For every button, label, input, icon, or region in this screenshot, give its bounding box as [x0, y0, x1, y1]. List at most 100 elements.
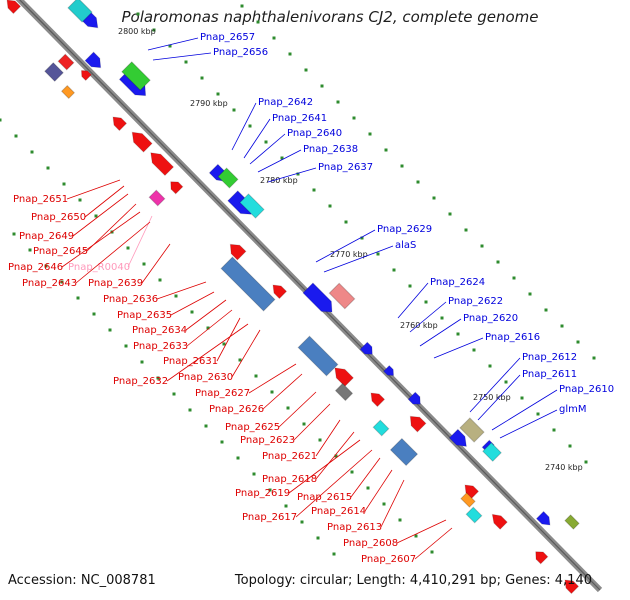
- gene-label-forward: Pnap_2612: [522, 352, 577, 363]
- gene-reverse-arrow: [6, 0, 22, 15]
- tick-rail-mark: [350, 470, 354, 474]
- tick-rail-mark: [184, 60, 188, 64]
- gene-label-reverse: Pnap_2646: [8, 262, 63, 273]
- summary-text: Topology: circular; Length: 4,410,291 bp…: [234, 573, 592, 588]
- tick-rail-mark: [520, 396, 524, 400]
- tick-rail-mark: [156, 376, 160, 380]
- label-leader-line: [185, 299, 227, 331]
- tick-rail-mark: [0, 118, 2, 122]
- backbone-core: [18, 0, 601, 591]
- gene-label-reverse: Pnap_2630: [178, 372, 233, 383]
- label-leader-line: [293, 403, 331, 441]
- gene-label-forward: Pnap_2616: [485, 332, 540, 343]
- label-leader-line: [323, 245, 394, 273]
- label-leader-line: [315, 419, 341, 457]
- gene-block: [60, 84, 76, 100]
- label-leader-line: [249, 133, 286, 165]
- tick-rail-mark: [174, 294, 178, 298]
- tick-rail-mark: [172, 392, 176, 396]
- tick-rail-mark: [140, 360, 144, 364]
- tick-rail-mark: [236, 456, 240, 460]
- tick-rail-mark: [270, 390, 274, 394]
- tick-rail-mark: [284, 504, 288, 508]
- gene-reverse-arrow: [370, 392, 386, 408]
- tick-rail-mark: [496, 260, 500, 264]
- tick-rail-mark: [232, 108, 236, 112]
- tick-rail-mark: [480, 244, 484, 248]
- gene-reverse-arrow: [131, 131, 153, 153]
- gene-label-reverse: Pnap_2645: [33, 246, 88, 257]
- label-leader-line: [166, 323, 249, 382]
- tick-rail-mark: [328, 204, 332, 208]
- label-leader-line: [433, 337, 484, 359]
- gene-forward-arrow: [359, 341, 373, 355]
- tick-rail-mark: [124, 344, 128, 348]
- gene-reverse-arrow: [170, 181, 184, 195]
- gene-reverse-arrow: [334, 367, 355, 388]
- tick-rail-mark: [432, 196, 436, 200]
- gene-label-reverse: Pnap_2627: [195, 388, 250, 399]
- gene-block: [297, 335, 339, 377]
- label-leader-line: [419, 318, 462, 347]
- gene-reverse-arrow: [272, 284, 288, 300]
- tick-rail-mark: [568, 444, 572, 448]
- label-leader-line: [315, 229, 376, 263]
- tick-rail-mark: [92, 312, 96, 316]
- tick-rail-mark: [188, 408, 192, 412]
- tick-rail-mark: [200, 76, 204, 80]
- tick-rail-mark: [592, 356, 596, 360]
- tick-rail-mark: [416, 180, 420, 184]
- label-leader-line: [147, 37, 199, 51]
- gene-label-reverse: Pnap_2608: [343, 538, 398, 549]
- gene-block: [372, 419, 390, 437]
- tick-rail-mark: [252, 472, 256, 476]
- label-leader-line: [66, 179, 121, 200]
- tick-rail-mark: [398, 518, 402, 522]
- gene-label-reverse: Pnap_2649: [19, 231, 74, 242]
- tick-rail-mark: [408, 284, 412, 288]
- tick-label: 2740 kbp: [545, 463, 583, 472]
- map-title: Polaromonas naphthalenivorans CJ2, compl…: [121, 8, 539, 26]
- tick-rail-mark: [28, 248, 32, 252]
- label-leader-line: [288, 439, 361, 494]
- tick-rail-mark: [216, 92, 220, 96]
- label-leader-line: [72, 193, 129, 237]
- tick-rail-mark: [302, 422, 306, 426]
- tick-rail-mark: [190, 310, 194, 314]
- gene-label-forward: Pnap_2629: [377, 224, 432, 235]
- tick-rail-mark: [576, 340, 580, 344]
- tick-rail-mark: [368, 132, 372, 136]
- label-leader-line: [380, 479, 405, 528]
- tick-rail-mark: [464, 228, 468, 232]
- tick-rail-mark: [204, 424, 208, 428]
- tick-rail-mark: [424, 300, 428, 304]
- tick-rail-mark: [30, 150, 34, 154]
- tick-rail-mark: [286, 406, 290, 410]
- gene-label-reverse: Pnap_2607: [361, 554, 416, 565]
- gene-block: [460, 492, 476, 508]
- gene-forward-arrow: [535, 510, 551, 526]
- gene-block: [217, 167, 239, 189]
- gene-label-forward: Pnap_2640: [287, 128, 342, 139]
- gene-label-forward: Pnap_2622: [448, 296, 503, 307]
- tick-rail-mark: [78, 198, 82, 202]
- gene-forward-arrow: [407, 391, 421, 405]
- label-leader-line: [156, 281, 207, 300]
- label-leader-line: [127, 215, 153, 268]
- tick-rail-mark: [296, 172, 300, 176]
- tick-rail-mark: [584, 460, 588, 464]
- tick-rail-mark: [240, 4, 244, 8]
- gene-label-reverse: Pnap_2632: [113, 376, 168, 387]
- tick-rail-mark: [360, 236, 364, 240]
- label-leader-line: [414, 527, 453, 560]
- tick-rail-mark: [248, 124, 252, 128]
- gene-label-forward: Pnap_2637: [318, 162, 373, 173]
- gene-reverse-arrow: [491, 513, 508, 530]
- gene-label-forward: Pnap_2641: [272, 113, 327, 124]
- label-leader-line: [295, 449, 373, 518]
- label-leader-line: [491, 389, 558, 431]
- gene-reverse-arrow: [564, 579, 580, 595]
- tick-rail-mark: [158, 278, 162, 282]
- tick-rail-mark: [332, 552, 336, 556]
- gene-block: [44, 62, 64, 82]
